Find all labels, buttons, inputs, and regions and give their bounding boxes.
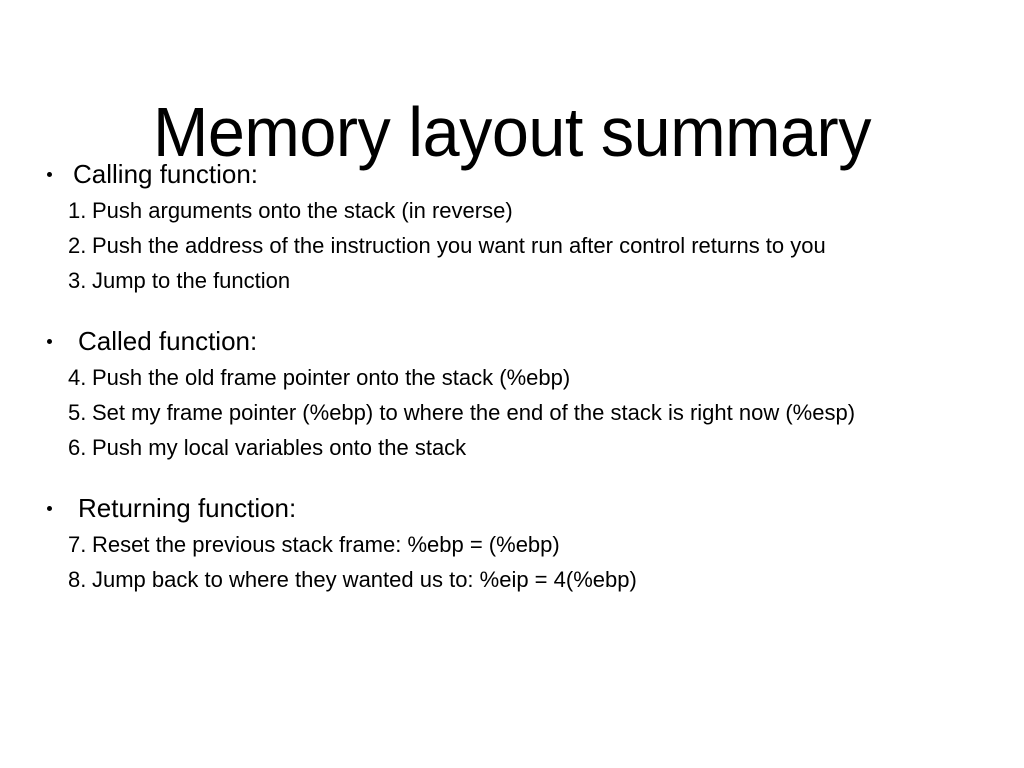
list-item: 7. Reset the previous stack frame: %ebp … [68, 527, 996, 562]
list-item-number: 2. [68, 233, 87, 258]
page-title: Memory layout summary [153, 92, 871, 171]
list-item-number: 8. [68, 567, 87, 592]
list-item: 6. Push my local variables onto the stac… [68, 430, 996, 465]
list-item-number: 3. [68, 268, 87, 293]
numbered-list-called-function: 4. Push the old frame pointer onto the s… [44, 360, 996, 465]
list-item-text: Jump back to where they wanted us to: %e… [92, 567, 637, 592]
section-returning-function: Returning function: 7. Reset the previou… [44, 491, 996, 597]
list-item: 8. Jump back to where they wanted us to:… [68, 562, 996, 597]
section-heading-called-function: Called function: [44, 324, 996, 358]
slide-body: Calling function: 1. Push arguments onto… [44, 157, 996, 597]
list-item-number: 5. [68, 400, 87, 425]
list-item: 5. Set my frame pointer (%ebp) to where … [68, 395, 996, 430]
section-called-function: Called function: 4. Push the old frame p… [44, 324, 996, 465]
section-heading-returning-function: Returning function: [44, 491, 996, 525]
section-heading-label: Called function: [78, 326, 258, 356]
list-item-text: Set my frame pointer (%ebp) to where the… [92, 400, 856, 425]
numbered-list-returning-function: 7. Reset the previous stack frame: %ebp … [44, 527, 996, 597]
bullet-icon [47, 339, 52, 344]
list-item-text: Jump to the function [92, 268, 291, 293]
bullet-icon [47, 506, 52, 511]
list-item: 1. Push arguments onto the stack (in rev… [68, 193, 996, 228]
section-calling-function: Calling function: 1. Push arguments onto… [44, 157, 996, 298]
list-item-text: Push arguments onto the stack (in revers… [92, 198, 513, 223]
list-item-text: Push my local variables onto the stack [92, 435, 467, 460]
section-heading-label: Returning function: [78, 493, 297, 523]
list-item: 4. Push the old frame pointer onto the s… [68, 360, 996, 395]
list-item-number: 7. [68, 532, 87, 557]
list-item: 2. Push the address of the instruction y… [68, 228, 996, 263]
list-item-text: Reset the previous stack frame: %ebp = (… [92, 532, 560, 557]
numbered-list-calling-function: 1. Push arguments onto the stack (in rev… [44, 193, 996, 298]
list-item-text: Push the old frame pointer onto the stac… [92, 365, 571, 390]
section-heading-calling-function: Calling function: [44, 157, 996, 191]
list-item-text: Push the address of the instruction you … [92, 233, 826, 258]
list-item-number: 6. [68, 435, 87, 460]
list-item: 3. Jump to the function [68, 263, 996, 298]
bullet-icon [47, 172, 52, 177]
list-item-number: 1. [68, 198, 87, 223]
section-heading-label: Calling function: [73, 159, 258, 189]
list-item-number: 4. [68, 365, 87, 390]
